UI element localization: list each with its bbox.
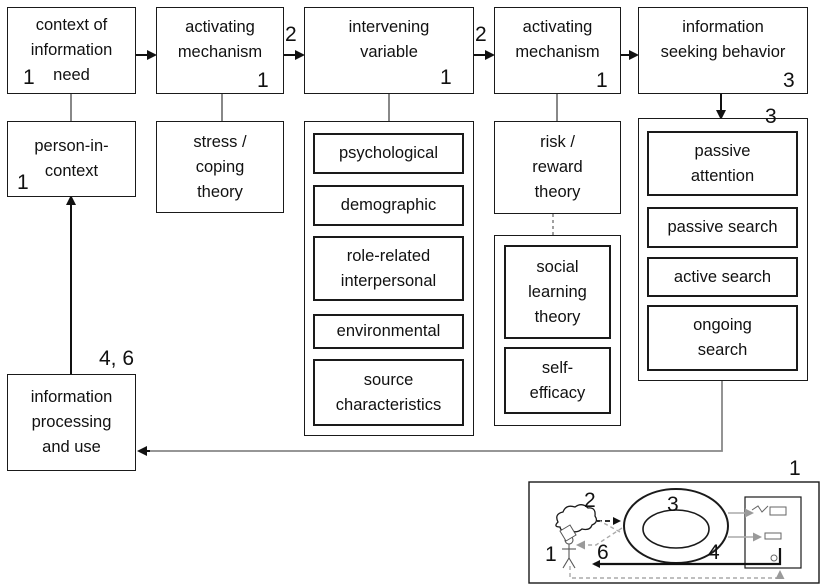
seeking-item-active-search: active search bbox=[647, 257, 798, 297]
seeking-item-passive-search: passive search bbox=[647, 207, 798, 248]
seeking-item-passive-attention: passive attention bbox=[647, 131, 798, 196]
stage-number-activating-2: 1 bbox=[596, 69, 608, 92]
risk-reward-theory-box: risk / reward theory bbox=[494, 121, 621, 214]
stage-number-seeking: 3 bbox=[783, 69, 795, 92]
inset-number-thought: 2 bbox=[584, 489, 596, 512]
inset-number-person: 1 bbox=[545, 543, 557, 566]
inset-number-return: 4 bbox=[708, 541, 720, 564]
intervening-item-demographic: demographic bbox=[313, 185, 464, 226]
intervening-item-psychological: psychological bbox=[313, 133, 464, 174]
stage-number-inset: 1 bbox=[789, 457, 801, 480]
stress-coping-theory-box: stress / coping theory bbox=[156, 121, 284, 213]
stage-number-activating-1: 1 bbox=[257, 69, 269, 92]
intervening-item-source-characteristics: source characteristics bbox=[313, 359, 464, 426]
activating-mechanism-box-2: activating mechanism bbox=[494, 7, 621, 94]
context-of-information-need-box: context of information need bbox=[7, 7, 136, 94]
seeking-item-ongoing-search: ongoing search bbox=[647, 305, 798, 371]
stage-number-context: 1 bbox=[23, 66, 35, 89]
risk-item-self-efficacy: self- efficacy bbox=[504, 347, 611, 414]
intervening-item-role-related: role-related interpersonal bbox=[313, 236, 464, 301]
information-processing-and-use-box: information processing and use bbox=[7, 374, 136, 471]
risk-item-social-learning-theory: social learning theory bbox=[504, 245, 611, 339]
person-in-context-box: person-in- context bbox=[7, 121, 136, 197]
activating-mechanism-box-1: activating mechanism bbox=[156, 7, 284, 94]
stage-number-seeking-group: 3 bbox=[765, 105, 777, 128]
stage-number-person: 1 bbox=[17, 171, 29, 194]
stage-number-arrow-2: 2 bbox=[475, 23, 487, 46]
inset-number-use: 6 bbox=[597, 541, 609, 564]
inset-mini-diagram bbox=[528, 481, 820, 584]
information-seeking-behavior-box: information seeking behavior bbox=[638, 7, 808, 94]
intervening-variable-box: intervening variable bbox=[304, 7, 474, 94]
inset-number-sphere: 3 bbox=[667, 493, 679, 516]
intervening-item-environmental: environmental bbox=[313, 314, 464, 349]
stage-number-processing: 4, 6 bbox=[99, 347, 135, 370]
stage-number-intervening: 1 bbox=[440, 66, 452, 89]
stage-number-arrow-1: 2 bbox=[285, 23, 297, 46]
arrow-behaviors-to-processing bbox=[140, 381, 723, 452]
